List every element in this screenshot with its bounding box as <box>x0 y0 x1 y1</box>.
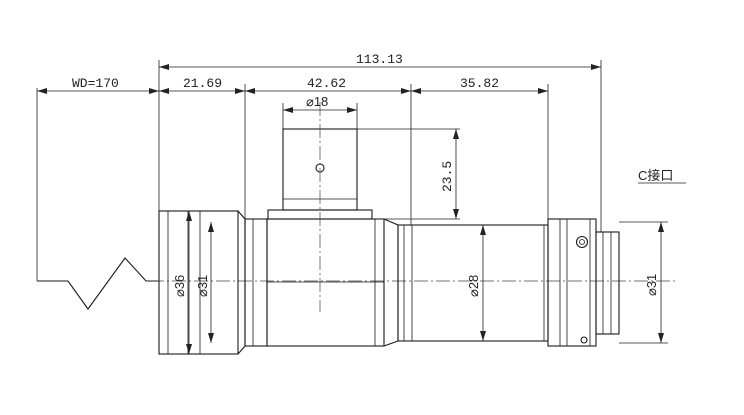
set-screw-top <box>575 235 589 249</box>
center-block <box>266 218 385 347</box>
set-screw-bottom <box>580 336 588 344</box>
collar <box>244 218 268 347</box>
label-front-inner-diameter: ⌀31 <box>195 275 210 297</box>
lens-body <box>158 210 620 355</box>
label-barrel-diameter: ⌀28 <box>466 275 481 297</box>
label-rear-section: 35.82 <box>460 76 499 91</box>
label-front-section: 21.69 <box>183 76 222 91</box>
rear-ring <box>547 218 597 347</box>
front-cap <box>158 210 239 355</box>
label-c-mount: C接口 <box>638 168 673 183</box>
label-port-height: 23.5 <box>440 161 455 192</box>
side-port <box>267 102 373 312</box>
label-working-distance: WD=170 <box>72 76 119 91</box>
label-overall-length: 113.13 <box>356 52 403 67</box>
extension-lines <box>36 60 668 344</box>
label-front-outer-diameter: ⌀36 <box>172 275 187 297</box>
label-middle-section: 42.62 <box>307 76 346 91</box>
c-mount <box>595 231 620 335</box>
working-distance-break-line <box>37 257 158 310</box>
label-port-diameter: ⌀18 <box>306 94 328 109</box>
label-mount-diameter: ⌀31 <box>644 274 659 296</box>
